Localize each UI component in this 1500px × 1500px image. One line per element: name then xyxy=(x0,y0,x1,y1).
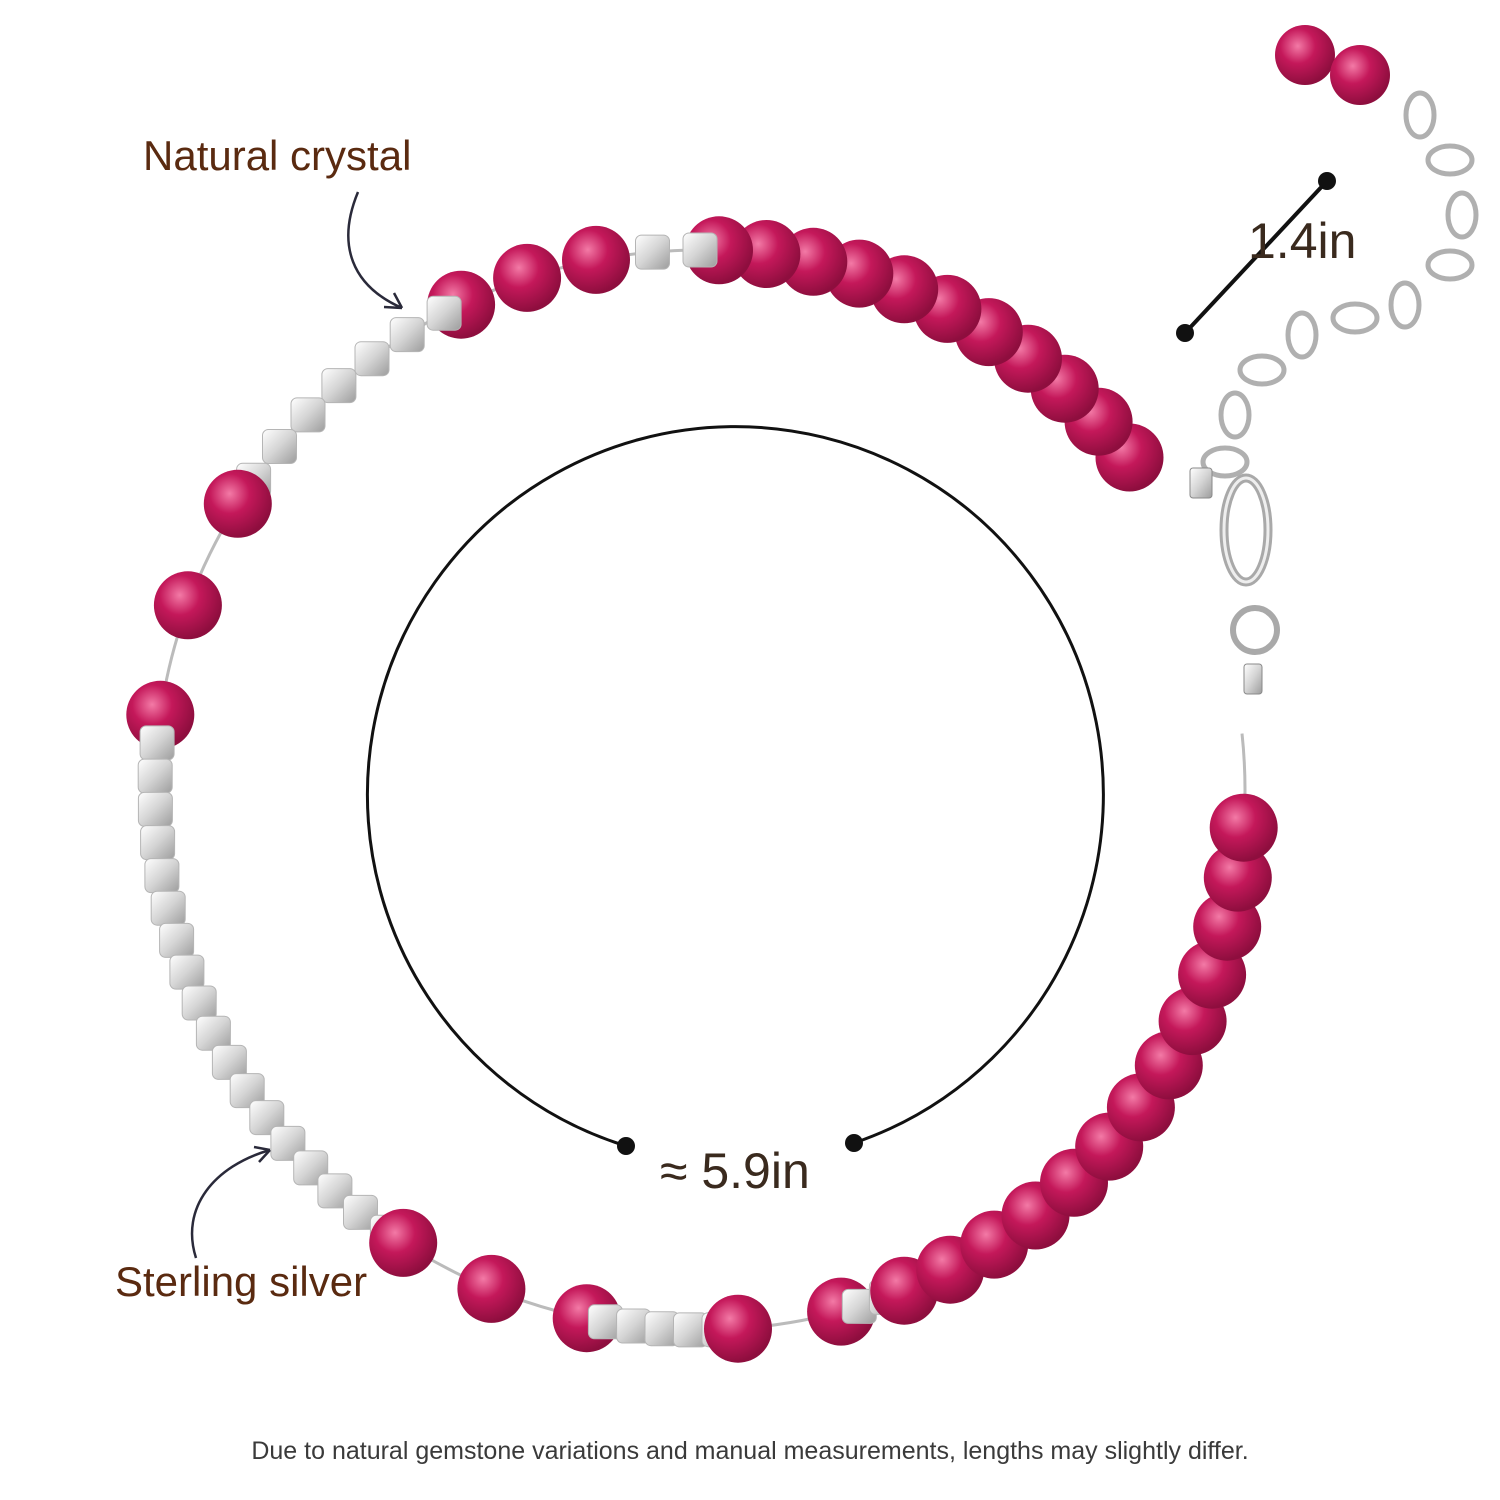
silver-bead xyxy=(144,858,180,894)
silver-bead xyxy=(290,397,326,433)
crystal-bead xyxy=(704,1294,772,1363)
silver-bead xyxy=(426,295,462,331)
crystal-bead xyxy=(203,469,272,538)
silver-bead xyxy=(139,725,175,761)
extender-dot-bottom xyxy=(1176,324,1194,342)
crystal-bead xyxy=(457,1254,526,1323)
measurement-disclaimer: Due to natural gemstone variations and m… xyxy=(251,1437,1249,1465)
arc-end-dot-right xyxy=(845,1134,863,1152)
lobster-clasp xyxy=(1189,467,1280,695)
silver-bead xyxy=(354,341,390,377)
arrow-silver-callout xyxy=(190,1145,271,1259)
extender-chain xyxy=(1200,25,1479,479)
silver-bead xyxy=(389,317,425,353)
chain-link xyxy=(1388,280,1422,330)
silver-bead xyxy=(181,985,217,1021)
chain-link xyxy=(1425,248,1475,282)
silver-bead xyxy=(343,1194,378,1230)
bracelet-length-label: ≈ 5.9in xyxy=(660,1143,810,1199)
sterling-silver-label: Sterling silver xyxy=(115,1258,368,1305)
inner-diameter-arc xyxy=(365,425,1105,1148)
extender-measure-line xyxy=(1183,179,1329,335)
chain-link xyxy=(1218,390,1252,440)
silver-bead xyxy=(150,890,186,926)
chain-end-bead xyxy=(1330,45,1390,105)
crystal-bead xyxy=(1209,793,1278,862)
chain-link xyxy=(1425,143,1475,177)
silver-bead xyxy=(682,232,718,268)
natural-crystal-label: Natural crystal xyxy=(143,132,412,179)
silver-bead xyxy=(262,429,297,464)
silver-bead xyxy=(321,368,357,404)
chain-link xyxy=(1445,190,1479,240)
silver-bead xyxy=(159,922,195,958)
silver-bead xyxy=(140,825,176,861)
crystal-bead xyxy=(562,225,630,294)
chain-link xyxy=(1200,445,1250,479)
silver-bead xyxy=(211,1044,247,1080)
bracelet-strand xyxy=(126,216,1278,1363)
extender-length-label: 1.4in xyxy=(1248,213,1357,269)
arrow-crystal-callout xyxy=(347,191,404,310)
silver-bead xyxy=(635,234,670,270)
silver-bead xyxy=(137,791,173,827)
arc-end-dot-left xyxy=(617,1137,635,1155)
crystal-bead xyxy=(153,571,222,640)
chain-link xyxy=(1330,301,1380,335)
crystal-bead xyxy=(1203,843,1272,912)
crystal-bead xyxy=(493,243,562,312)
silver-bead xyxy=(169,954,205,990)
extender-dot-top xyxy=(1318,172,1336,190)
chain-link xyxy=(1237,353,1287,387)
crystal-bead xyxy=(369,1208,438,1277)
chain-link xyxy=(1285,310,1319,360)
silver-bead xyxy=(137,758,173,794)
chain-link xyxy=(1403,90,1437,140)
chain-end-bead xyxy=(1275,25,1335,85)
silver-bead xyxy=(229,1073,265,1109)
